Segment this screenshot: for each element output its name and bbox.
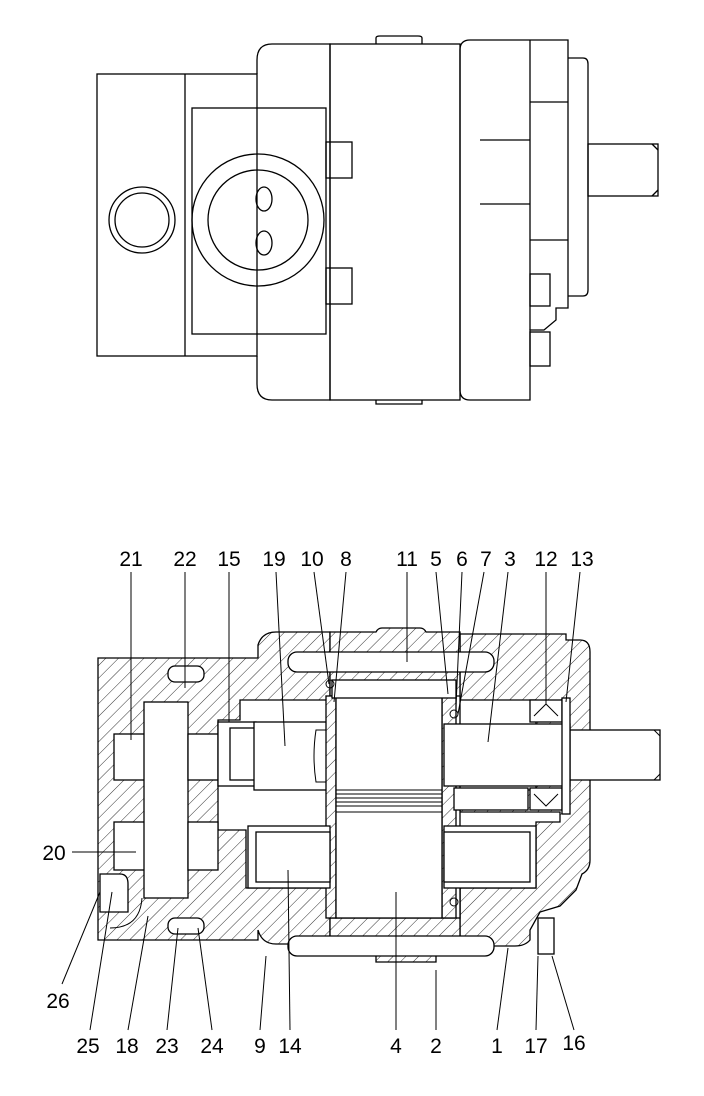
label-9: 9 bbox=[254, 1035, 266, 1058]
bearing-bushing bbox=[253, 721, 331, 791]
bolt-head-upper bbox=[325, 141, 353, 179]
rear-cover bbox=[96, 73, 258, 357]
label-18: 18 bbox=[115, 1035, 138, 1058]
label-24: 24 bbox=[200, 1035, 224, 1058]
label-5: 5 bbox=[430, 548, 442, 571]
bolt-head-lower bbox=[325, 267, 353, 305]
label-21: 21 bbox=[119, 548, 142, 571]
label-22: 22 bbox=[173, 548, 196, 571]
label-2: 2 bbox=[430, 1035, 442, 1058]
label-12: 12 bbox=[534, 548, 557, 571]
pin-upper bbox=[167, 665, 205, 683]
pin-lower bbox=[167, 917, 205, 935]
gear-housing bbox=[329, 43, 461, 401]
label-8: 8 bbox=[340, 548, 352, 571]
label-1: 1 bbox=[491, 1035, 503, 1058]
label-14: 14 bbox=[278, 1035, 302, 1058]
drive-shaft bbox=[587, 143, 659, 197]
label-15: 15 bbox=[217, 548, 240, 571]
label-4: 4 bbox=[390, 1035, 402, 1058]
outlet-port bbox=[108, 186, 176, 254]
label-20: 20 bbox=[42, 842, 65, 865]
tie-bolt-upper bbox=[287, 651, 495, 673]
mount-bolt bbox=[537, 917, 555, 955]
part-labels: 21 22 15 19 10 8 11 5 6 7 3 12 13 20 26 … bbox=[42, 548, 593, 1058]
label-23: 23 bbox=[155, 1035, 178, 1058]
label-13: 13 bbox=[570, 548, 593, 571]
plug bbox=[99, 873, 129, 913]
snap-ring bbox=[561, 697, 571, 815]
front-body bbox=[256, 43, 331, 401]
label-25: 25 bbox=[76, 1035, 99, 1058]
pump-section-view bbox=[97, 627, 661, 963]
label-17: 17 bbox=[524, 1035, 547, 1058]
label-7: 7 bbox=[480, 548, 492, 571]
inlet-port bbox=[191, 153, 325, 287]
drive-shaft-section bbox=[443, 723, 571, 787]
port-flange bbox=[191, 107, 327, 335]
label-10: 10 bbox=[300, 548, 323, 571]
label-16: 16 bbox=[562, 1032, 585, 1055]
tie-bolt-lower bbox=[287, 935, 495, 957]
label-3: 3 bbox=[504, 548, 516, 571]
pump-side-view bbox=[96, 35, 659, 405]
o-ring-left bbox=[325, 679, 335, 689]
label-6: 6 bbox=[456, 548, 468, 571]
relief-spool bbox=[143, 701, 189, 899]
upper-gear-tip bbox=[331, 679, 457, 699]
label-26: 26 bbox=[46, 990, 69, 1013]
label-19: 19 bbox=[262, 548, 285, 571]
label-11: 11 bbox=[396, 548, 418, 571]
leader-lines bbox=[61, 571, 581, 1031]
front-cover bbox=[459, 39, 569, 401]
